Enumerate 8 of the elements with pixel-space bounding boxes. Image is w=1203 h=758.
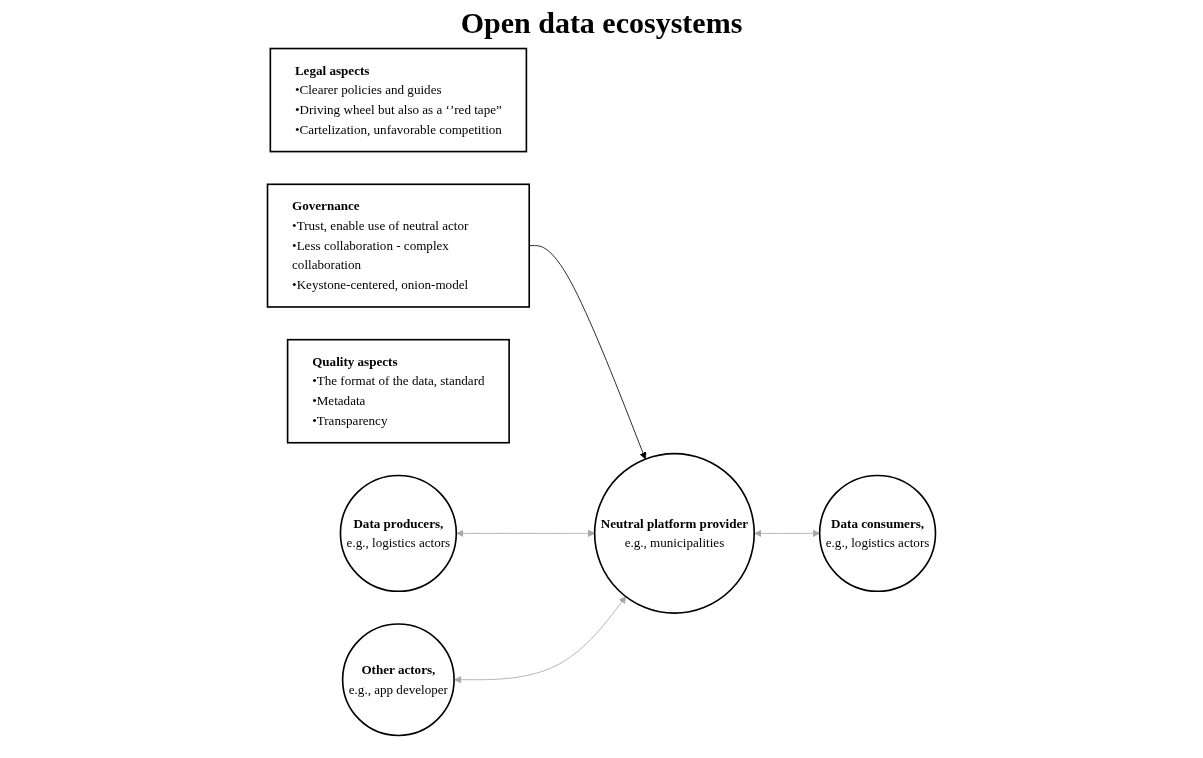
node-circle: Neutral platform provider e.g., municipalities <box>593 452 756 614</box>
node-box: Legal aspects •Clearer policies and guides •Driving wheel but also as a ‘’red tape” •Cartelization, unfavorable competition <box>269 47 528 153</box>
node-circle: Data consumers, e.g., logistics actors <box>818 474 937 593</box>
node-box: Quality aspects •The format of the data, standard •Metadata •Transparency <box>286 338 510 444</box>
node-box: Governance •Trust, enable use of neutral actor •Less collaboration - complex collaboration •Keystone-centered, onion-model <box>266 183 531 308</box>
diagram-title: Open data ecosystems <box>459 6 744 40</box>
node-circle: Other actors, e.g., app developer <box>341 623 455 737</box>
node-circle: Data producers, e.g., logistics actors <box>339 474 458 593</box>
